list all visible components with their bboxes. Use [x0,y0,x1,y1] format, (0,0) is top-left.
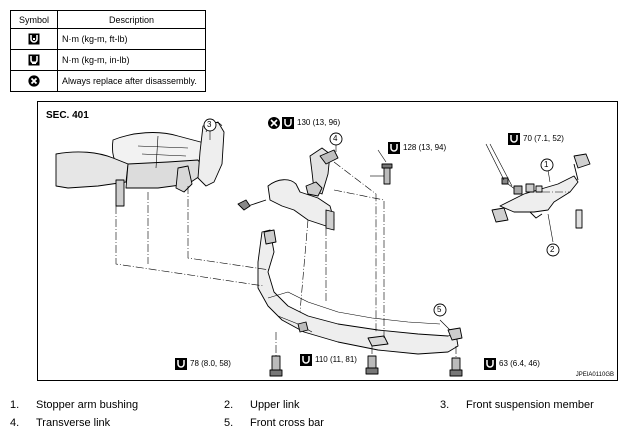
parts-item-number: 3. [440,399,450,411]
callout-circle-2 [546,243,560,257]
parts-item-number: 4. [10,417,20,429]
symbol-legend-table: Symbol Description N·m (kg-m, ft-lb) N·m… [10,10,206,92]
legend-row: N·m (kg-m, in-lb) [10,49,206,71]
torque-label: 130 (13, 96) [297,118,341,127]
legend-description: N·m (kg-m, in-lb) [57,49,206,71]
torque-in-lb-icon [28,54,40,66]
parts-item-name: Transverse link [36,417,111,429]
torque-label: 63 (6.4, 46) [499,359,540,368]
torque-nm-icon [508,133,520,145]
upper-link-drawing [491,153,591,229]
torque-label: 110 (11, 81) [315,355,357,364]
legend-description: Always replace after disassembly. [57,70,206,92]
legend-row: Always replace after disassembly. [10,70,206,92]
callout-circle-4 [329,132,343,146]
callout-4: 4 [333,134,338,143]
callout-1: 1 [544,160,549,169]
front-cross-bar-drawing [257,229,463,355]
callout-3: 3 [207,120,212,129]
torque-nm-icon [28,33,40,45]
callout-circle-1 [540,158,554,172]
torque-label: 70 (7.1, 52) [523,134,564,143]
suspension-exploded-diagram: SEC. 401 [37,101,618,381]
torque-nm-icon [300,354,312,366]
stopper-arm-bushing-drawing [501,177,543,195]
callout-2: 2 [550,245,555,254]
callout-circle-3 [203,118,217,132]
parts-item-name: Front suspension member [466,399,594,411]
torque-nm-icon [175,358,187,370]
callout-circle-5 [433,303,447,317]
legend-header-symbol: Symbol [10,10,58,29]
parts-item-number: 1. [10,399,20,411]
section-label: SEC. 401 [46,110,89,121]
torque-nm-icon [388,142,400,154]
torque-label: 78 (8.0, 58) [190,359,231,368]
always-replace-icon [28,75,40,87]
diagram-drawing [55,117,591,377]
torque-nm-icon [282,117,294,129]
legend-header-row: Symbol Description [10,10,206,29]
torque-label: 128 (13, 94) [403,143,447,152]
legend-description: N·m (kg-m, ft-lb) [57,28,206,50]
parts-item-name: Front cross bar [250,417,324,429]
parts-item-name: Stopper arm bushing [36,399,139,411]
torque-symbols [175,117,520,370]
parts-item-name: Upper link [250,399,300,411]
lower-bolts-drawing [269,355,463,377]
transverse-link-drawing [237,147,339,231]
parts-item-number: 2. [224,399,234,411]
front-suspension-member-drawing [55,121,225,207]
parts-item-number: 5. [224,417,234,429]
legend-row: N·m (kg-m, ft-lb) [10,28,206,50]
figure-code: JPEIA0110GB [575,372,614,378]
legend-header-description: Description [57,10,206,29]
callout-5: 5 [437,305,442,314]
torque-nm-icon [484,358,496,370]
